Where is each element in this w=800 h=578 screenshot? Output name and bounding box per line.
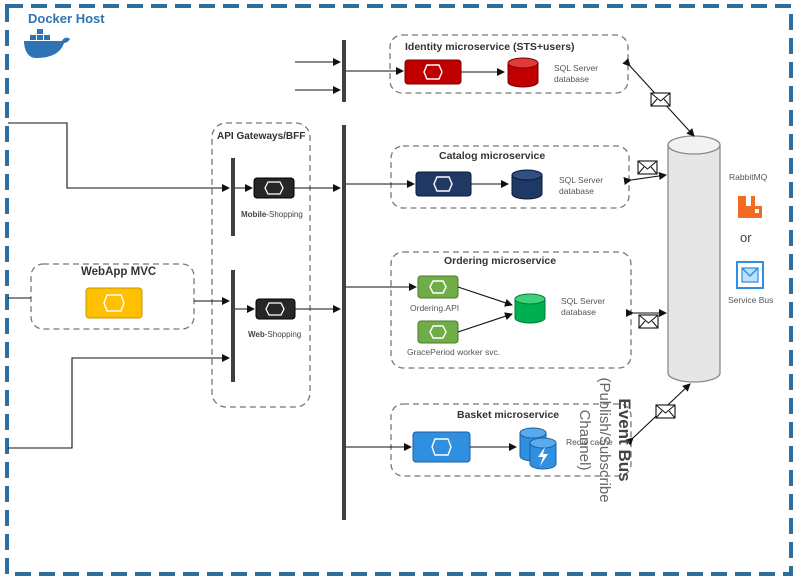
ordering-api-container-icon (417, 275, 459, 299)
mobile-gateway-bar (231, 158, 235, 236)
webapp-title: WebApp MVC (81, 266, 157, 278)
web-shopping-label-bold: Web (248, 330, 265, 339)
event-bus-cylinder (667, 135, 721, 383)
rabbitmq-label: RabbitMQ (729, 172, 768, 182)
envelope-icon (655, 404, 676, 419)
basket-box (390, 403, 632, 477)
web-shopping-label-rest: -Shopping (264, 330, 302, 339)
basket-title: Basket microservice (457, 409, 560, 421)
identity-db-icon (507, 57, 539, 88)
envelope-icon (650, 92, 671, 107)
web-shopping-label: Web-Shopping (248, 330, 301, 339)
envelope-icon (638, 314, 659, 329)
identity-db-label-line2: database (554, 74, 589, 84)
catalog-db-label-line2: database (559, 186, 594, 196)
web-gateway-container-icon (255, 298, 296, 320)
mobile-gateway-container-icon (253, 177, 295, 199)
envelope-icon (637, 160, 658, 175)
basket-container-icon (412, 431, 471, 463)
docker-host-title: Docker Host (28, 11, 105, 26)
mobile-shopping-label-bold: Mobile (241, 210, 267, 219)
api-gateway-box (211, 122, 311, 408)
docker-host-border (5, 4, 793, 576)
catalog-container-icon (415, 171, 472, 197)
mobile-shopping-label-rest: -Shopping (266, 210, 303, 219)
webapp-container-icon (85, 287, 143, 319)
catalog-title: Catalog microservice (439, 150, 546, 162)
or-label: or (740, 230, 752, 245)
web-gateway-bar (231, 270, 235, 382)
service-bus-icon (736, 261, 764, 289)
event-bus-title: Event Bus (615, 398, 634, 482)
ordering-db-label-line1: SQL Server (561, 296, 606, 306)
main-bus-bar (342, 125, 346, 520)
redis-cache-icon (519, 427, 557, 470)
ordering-db-label-line2: database (561, 307, 596, 317)
ordering-title: Ordering microservice (444, 255, 557, 267)
mobile-shopping-label: Mobile-Shopping (241, 210, 303, 219)
event-bus-subtitle: (Publish/Subscribe Channel) (576, 377, 613, 503)
service-bus-label: Service Bus (728, 295, 774, 305)
identity-box (389, 34, 629, 94)
ordering-db-icon (514, 293, 546, 324)
identity-title: Identity microservice (STS+users) (405, 41, 575, 53)
docker-whale-icon (24, 29, 70, 58)
identity-bus-bar (342, 40, 346, 102)
identity-container-icon (404, 59, 462, 85)
ordering-api-label: Ordering.API (410, 303, 460, 313)
graceperiod-label: GracePeriod worker svc. (407, 347, 501, 357)
api-gateways-title: API Gateways/BFF (217, 131, 306, 142)
graceperiod-container-icon (417, 320, 459, 344)
catalog-db-label-line1: SQL Server (559, 175, 604, 185)
event-bus-label: Event Bus (Publish/Subscribe Channel) (576, 350, 634, 530)
webapp-box (30, 263, 195, 330)
rabbitmq-icon (738, 196, 762, 218)
catalog-db-icon (511, 169, 543, 200)
redis-cache-label: Redis cache (566, 437, 613, 447)
identity-db-label-line1: SQL Server (554, 63, 599, 73)
